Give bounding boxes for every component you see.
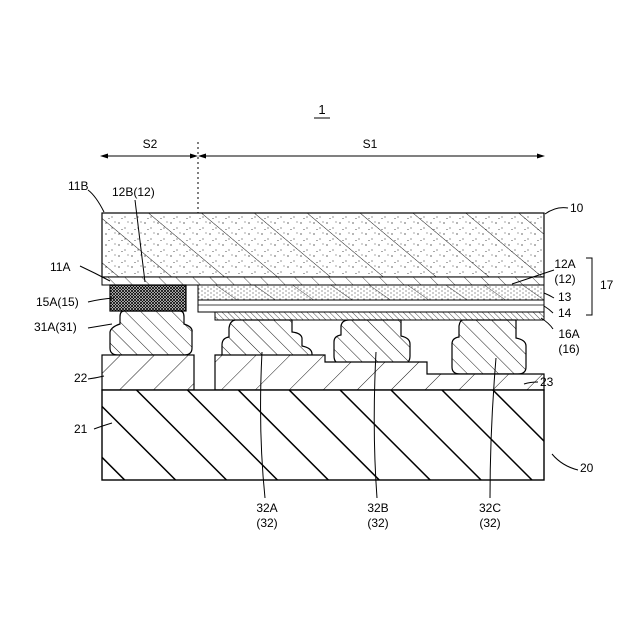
- label-12b: 12B(12): [112, 186, 155, 199]
- pad-16a: [215, 312, 544, 320]
- bump-32b: [334, 320, 410, 364]
- layer-12: [102, 277, 544, 285]
- region-s1-label: S1: [356, 138, 384, 151]
- label-31a: 31A(31): [34, 321, 77, 334]
- label-23: 23: [540, 376, 553, 389]
- label-12a-sub: (12): [548, 273, 582, 286]
- label-12a: 12A: [548, 258, 582, 271]
- region-s2-label: S2: [136, 138, 164, 151]
- label-16a: 16A: [552, 328, 586, 341]
- region-dimension-arrows: [100, 154, 545, 159]
- label-32a-sub: (32): [250, 517, 284, 530]
- label-22: 22: [74, 372, 87, 385]
- pad-15a: [110, 285, 186, 311]
- label-32c: 32C: [473, 502, 507, 515]
- label-16a-sub: (16): [552, 343, 586, 356]
- figure-number: 1: [312, 103, 332, 116]
- label-32c-sub: (32): [473, 517, 507, 530]
- layer-14: [198, 300, 544, 312]
- label-21: 21: [74, 423, 87, 436]
- substrate-21: [102, 390, 544, 480]
- label-17: 17: [600, 279, 613, 292]
- bump-31a: [110, 311, 192, 355]
- label-32a: 32A: [250, 502, 284, 515]
- bracket-17: [586, 258, 592, 315]
- label-32b-sub: (32): [361, 517, 395, 530]
- bump-32c: [452, 320, 526, 374]
- label-10: 10: [570, 202, 583, 215]
- label-15a: 15A(15): [36, 296, 79, 309]
- layer-13: [198, 285, 544, 300]
- label-32b: 32B: [361, 502, 395, 515]
- label-20: 20: [580, 462, 593, 475]
- label-11b: 11B: [68, 180, 88, 193]
- substrate-11: [102, 213, 544, 277]
- label-11a: 11A: [50, 261, 70, 274]
- label-13: 13: [558, 291, 571, 304]
- layer-22: [102, 355, 194, 390]
- label-14: 14: [558, 307, 571, 320]
